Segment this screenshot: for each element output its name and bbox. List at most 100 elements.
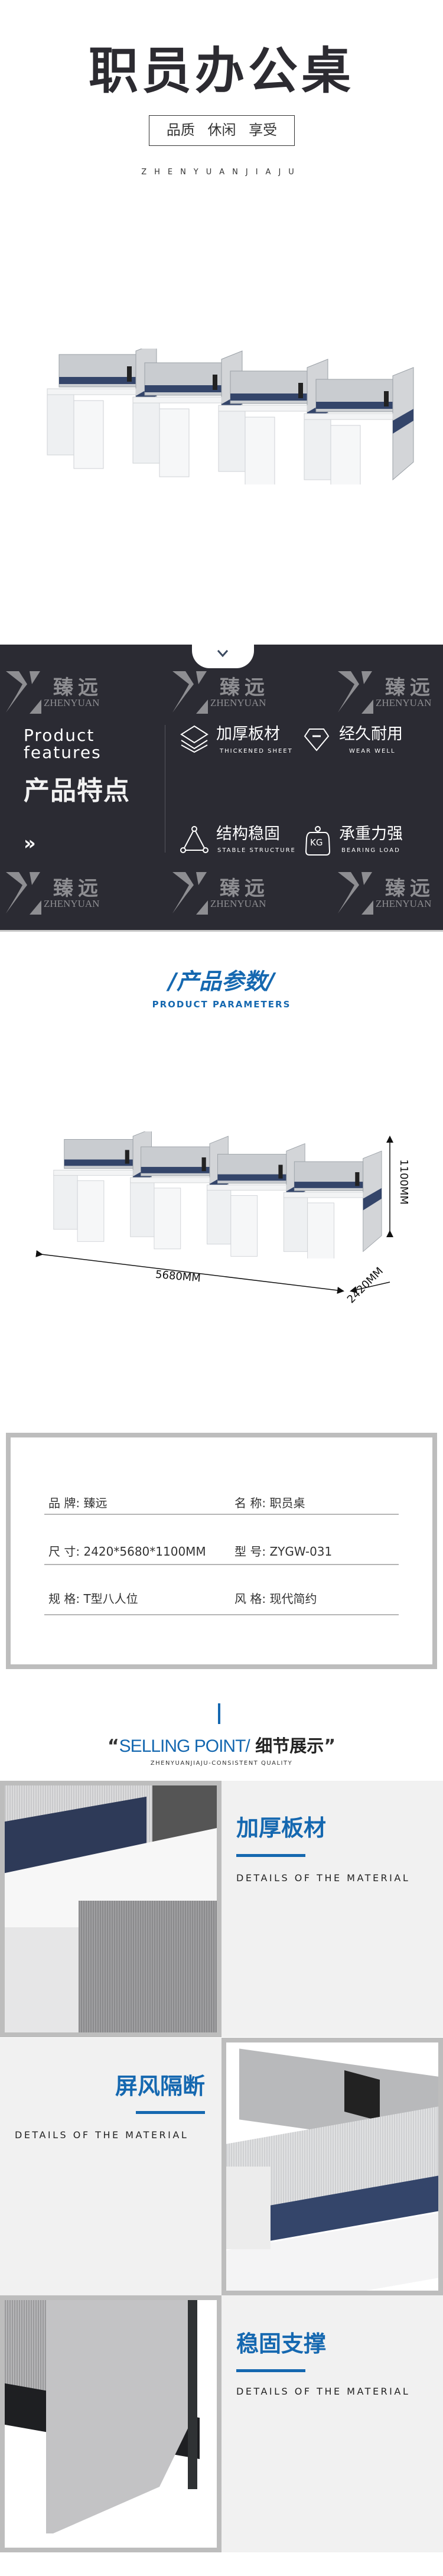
detail-accent-line	[236, 1854, 305, 1857]
desktop	[283, 1192, 364, 1198]
partition-stripe	[230, 393, 307, 401]
cabinet	[307, 1202, 334, 1258]
cabinet	[132, 401, 160, 464]
watermark-en: ZHENYUAN	[210, 898, 266, 909]
feature-subtitle: THICKENED SHEET	[220, 748, 293, 754]
cabinet	[218, 409, 246, 472]
feature-title: 承重力强	[339, 825, 403, 843]
watermark-cn: 臻远	[385, 877, 435, 900]
detail-accent-line	[136, 2111, 205, 2114]
watermark-en: ZHENYUAN	[210, 697, 266, 708]
cabinet	[73, 400, 104, 469]
detail-subtitle: DETAILS OF THE MATERIAL	[236, 2386, 411, 2397]
spec-value: 职员桌	[269, 1496, 305, 1510]
detail-subtitle: DETAILS OF THE MATERIAL	[15, 2129, 189, 2141]
cabinet	[159, 408, 190, 477]
selling-point-cn: 细节展示	[255, 1736, 324, 1756]
desktop	[304, 413, 393, 420]
parameter-desk-image	[53, 1131, 382, 1258]
detail-title: 加厚板材	[236, 1815, 327, 1841]
accent-bar	[218, 1703, 220, 1724]
features-title-line1: Product	[24, 726, 95, 745]
desktop	[207, 1185, 287, 1191]
parameters-subtitle: PRODUCT PARAMETERS	[152, 999, 291, 1010]
zy-logo-icon	[172, 671, 208, 714]
partition-stripe	[141, 1167, 210, 1173]
spec-label: 尺 寸:	[48, 1544, 80, 1559]
zy-logo-icon	[6, 671, 41, 714]
monitor	[125, 1150, 129, 1164]
selling-point-subtitle: ZHENYUANJIAJU-CONSISTENT QUALITY	[150, 1760, 293, 1767]
detail-photo-thick-board	[0, 1781, 222, 2037]
page-title: 职员办公桌	[88, 41, 354, 100]
cabinet	[245, 417, 275, 484]
feature-title: 结构稳固	[216, 825, 280, 843]
spec-item: 名 称: 职员桌	[234, 1494, 305, 1511]
kg-weight-icon: KG	[305, 825, 331, 856]
spec-item: 品 牌: 臻远	[48, 1494, 107, 1511]
spec-value: T型八人位	[83, 1592, 138, 1606]
partition-stripe	[316, 402, 393, 409]
kg-label: KG	[310, 837, 323, 848]
spec-value: 现代简约	[269, 1592, 317, 1606]
watermark-cn: 臻远	[220, 676, 269, 700]
tagline-box: 品质 休闲 享受	[149, 115, 295, 146]
monitor	[278, 1165, 283, 1179]
watermark-en: ZHENYUAN	[44, 697, 100, 708]
spec-row-divider	[44, 1614, 399, 1615]
spec-item: 型 号: ZYGW-031	[234, 1542, 332, 1559]
scroll-notch	[192, 645, 254, 668]
open-quote: “	[107, 1736, 119, 1757]
brand-subtitle: ZHENYUANJIAJU	[141, 168, 302, 177]
zy-logo-icon	[338, 872, 373, 915]
partition-stripe	[217, 1174, 286, 1181]
desktop	[130, 1177, 210, 1183]
detail-photo-screen-partition	[222, 2038, 443, 2295]
side-stripe	[393, 409, 413, 434]
zy-logo-icon	[338, 671, 373, 714]
desktop	[132, 396, 222, 404]
spec-row-divider	[44, 1514, 399, 1515]
triangle-structure-icon	[180, 826, 209, 853]
dimension-arrows	[35, 1136, 393, 1294]
cabinet	[304, 417, 331, 480]
chevron-down-icon[interactable]	[217, 649, 229, 658]
diamond-icon	[304, 728, 330, 752]
spec-value: ZYGW-031	[269, 1544, 333, 1559]
watermark-en: ZHENYUAN	[376, 697, 432, 708]
monitor	[355, 1172, 360, 1186]
monitor	[127, 366, 132, 382]
close-quote: ”	[324, 1736, 336, 1757]
spec-table	[6, 1433, 437, 1669]
cabinet	[154, 1188, 181, 1250]
feature-subtitle: BEARING LOAD	[341, 847, 400, 854]
partition-stripe	[59, 377, 136, 384]
side-stripe	[363, 1188, 382, 1211]
detail-photo-stable-support	[0, 2295, 222, 2552]
partition-stripe	[294, 1182, 363, 1188]
monitor	[213, 375, 217, 390]
selling-point-en: SELLING POINT/	[119, 1736, 250, 1756]
cabinet	[130, 1180, 155, 1237]
zy-logo-icon	[6, 872, 41, 915]
monitor	[384, 391, 389, 406]
features-title-line2: features	[24, 743, 102, 762]
detail-subtitle: DETAILS OF THE MATERIAL	[236, 1872, 411, 1884]
selling-point-title: “SELLING POINT/ 细节展示”	[0, 1732, 443, 1757]
detail-accent-line	[236, 2369, 305, 2372]
cabinet	[47, 392, 74, 456]
spec-item: 风 格: 现代简约	[234, 1589, 317, 1606]
watermark-cn: 臻远	[53, 676, 103, 700]
spec-label: 品 牌:	[48, 1496, 80, 1510]
spec-value: 臻远	[83, 1496, 108, 1510]
desktop	[47, 388, 136, 395]
spec-value: 2420*5680*1100MM	[83, 1544, 206, 1559]
detail-title: 屏风隔断	[115, 2073, 205, 2099]
detail-title: 稳固支撑	[236, 2331, 327, 2357]
